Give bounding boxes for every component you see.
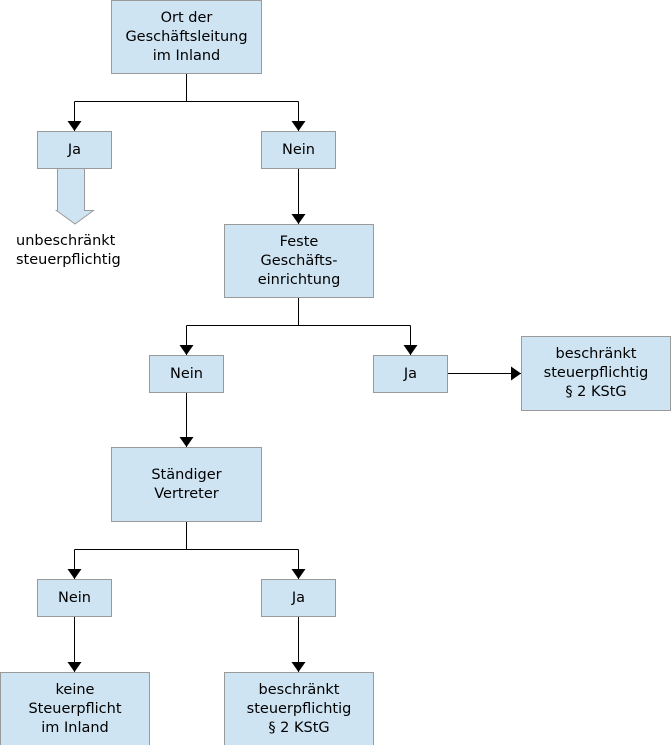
node-text: Feste — [279, 233, 319, 250]
connector-root — [74, 73, 299, 102]
node-text: Geschäftsleitung — [125, 28, 248, 45]
node-text: Ja — [403, 365, 418, 382]
node-beschraenkt-1: beschränkt steuerpflichtig § 2 KStG — [521, 336, 671, 411]
node-text: Steuerpflicht — [28, 700, 122, 717]
node-text: im Inland — [41, 719, 109, 736]
block-arrow-icon — [54, 167, 96, 225]
node-beschraenkt-2: beschränkt steuerpflichtig § 2 KStG — [224, 672, 374, 745]
node-text: Nein — [170, 365, 203, 382]
node-text: im Inland — [152, 47, 221, 64]
node-text: einrichtung — [257, 271, 341, 288]
node-ja-3: Ja — [261, 579, 336, 617]
node-text: § 2 KStG — [565, 384, 627, 400]
node-ja-2: Ja — [373, 355, 448, 393]
node-text: Ständiger — [151, 466, 222, 483]
node-nein-2: Nein — [149, 355, 224, 393]
node-text: steuerpflichtig — [246, 700, 352, 717]
result-text: steuerpflichtig — [16, 252, 121, 268]
connector-vertreter — [74, 521, 299, 550]
node-ja-1: Ja — [37, 131, 112, 169]
connector-feste — [186, 297, 411, 326]
node-text: Vertreter — [154, 485, 219, 502]
node-text: Geschäfts- — [260, 252, 338, 269]
node-text: Ja — [291, 589, 306, 606]
result-text: unbeschränkt — [16, 233, 116, 249]
node-text: Ja — [67, 141, 82, 158]
result-unbeschraenkt: unbeschränkt steuerpflichtig — [16, 232, 121, 270]
node-text: beschränkt — [258, 681, 340, 698]
node-text: steuerpflichtig — [543, 365, 649, 381]
node-text: § 2 KStG — [268, 719, 330, 736]
node-text: Nein — [58, 589, 91, 606]
node-text: keine — [55, 681, 95, 698]
node-nein-1: Nein — [261, 131, 336, 169]
node-text: Ort der — [160, 9, 213, 26]
node-text: beschränkt — [555, 346, 637, 362]
node-nein-3: Nein — [37, 579, 112, 617]
node-text: Nein — [282, 141, 315, 158]
